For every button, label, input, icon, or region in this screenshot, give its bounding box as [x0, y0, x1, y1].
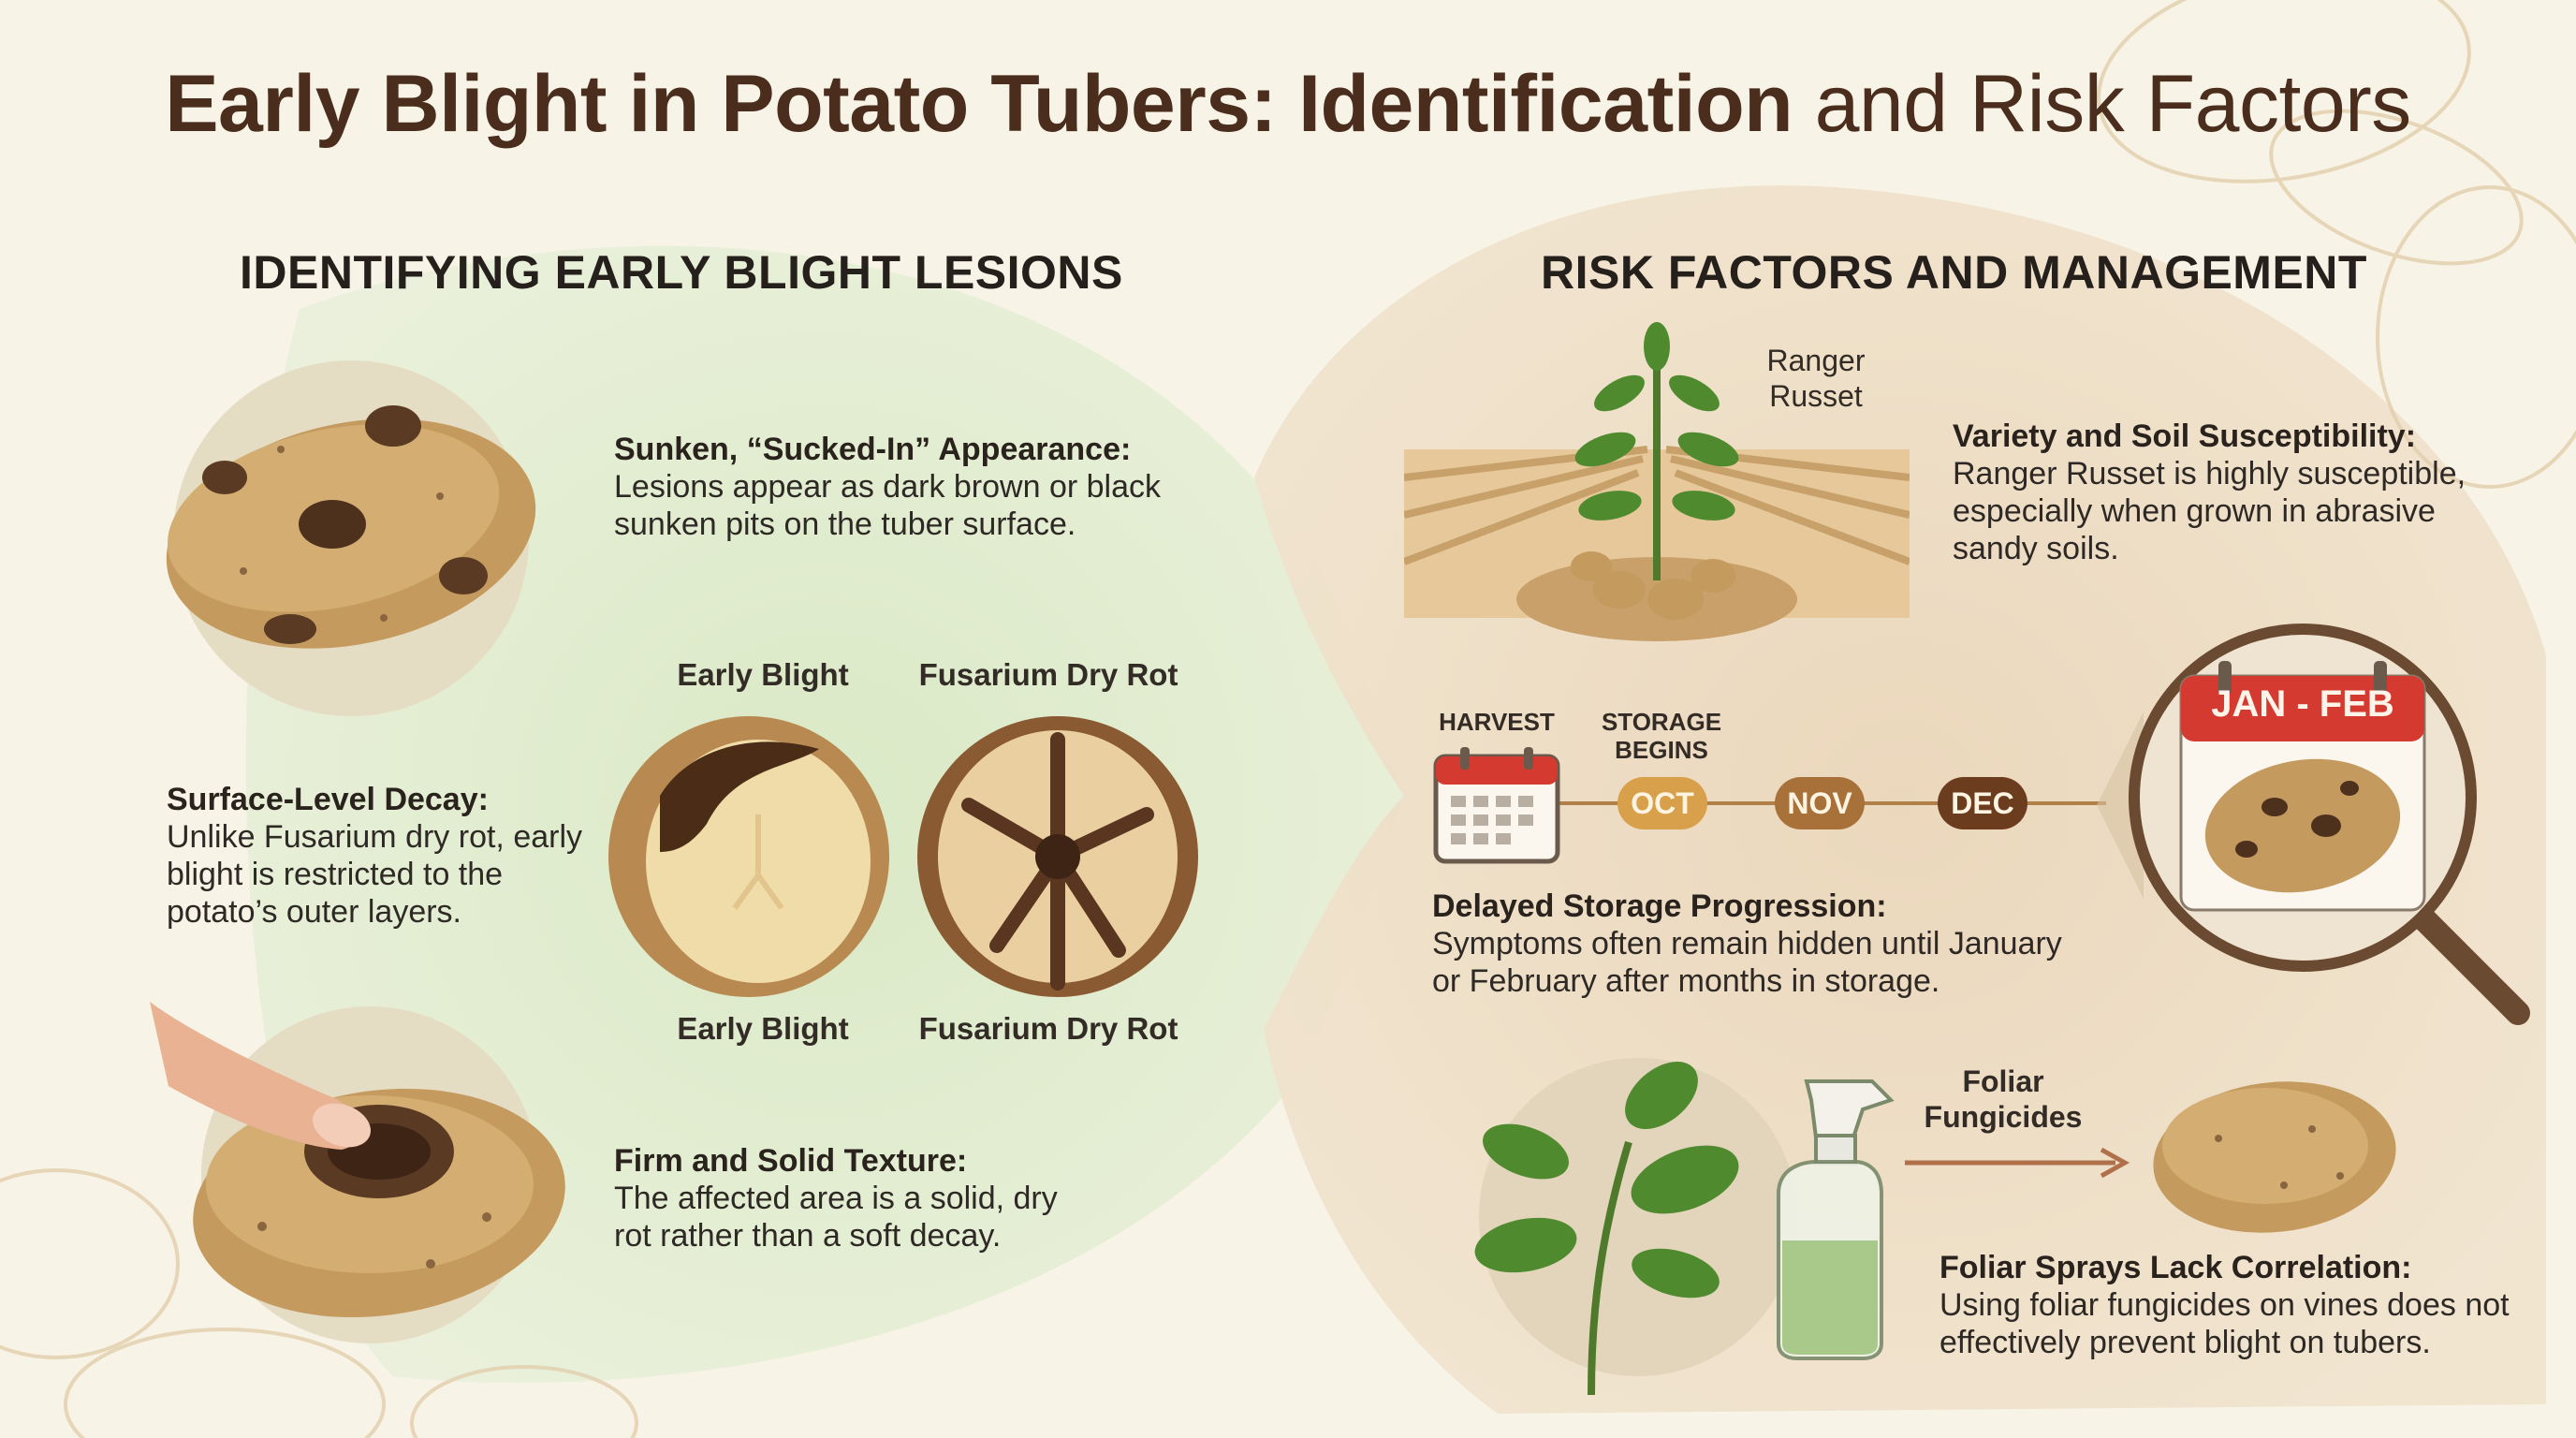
- surface-line-3: potato’s outer layers.: [167, 894, 461, 930]
- timeline-storage-label: STORAGE BEGINS: [1591, 708, 1732, 764]
- fungicide-label-line-1: Foliar: [1962, 1064, 2044, 1098]
- finger-pressing-potato-icon: [150, 1002, 565, 1343]
- plant-label-line-1: Ranger: [1766, 344, 1866, 377]
- sunken-caption: Sunken, “Sucked-In” Appearance: Lesions …: [614, 431, 1161, 543]
- left-section-heading: IDENTIFYING EARLY BLIGHT LESIONS: [240, 246, 1123, 299]
- variety-caption: Variety and Soil Susceptibility: Ranger …: [1953, 418, 2466, 567]
- fungicide-label-line-2: Fungicides: [1924, 1100, 2083, 1134]
- magnifier-calendar-label: JAN - FEB: [2211, 683, 2394, 725]
- timeline-storage-line-2: BEGINS: [1615, 736, 1708, 764]
- comparison-label-bottom-left: Early Blight: [677, 1011, 849, 1046]
- right-section-heading: RISK FACTORS AND MANAGEMENT: [1541, 246, 2367, 299]
- variety-line-3: sandy soils.: [1953, 531, 2119, 566]
- calendar-icon: [1433, 747, 1560, 864]
- variety-line-1: Ranger Russet is highly susceptible,: [1953, 456, 2466, 492]
- spray-bottle-icon: [1777, 1079, 1895, 1360]
- firm-line-2: rot rather than a soft decay.: [614, 1218, 1002, 1254]
- timeline-storage-line-1: STORAGE: [1601, 708, 1722, 736]
- fungicide-label: Foliar Fungicides: [1910, 1064, 2097, 1135]
- variety-line-2: especially when grown in abrasive: [1953, 493, 2436, 529]
- timeline-harvest-label: HARVEST: [1439, 708, 1555, 736]
- surface-line-1: Unlike Fusarium dry rot, early: [167, 819, 583, 855]
- cut-potato-fusarium-icon: [917, 716, 1198, 997]
- variety-heading: Variety and Soil Susceptibility:: [1953, 418, 2417, 454]
- healthy-potato-icon: [2153, 1081, 2396, 1233]
- foliar-caption: Foliar Sprays Lack Correlation: Using fo…: [1939, 1249, 2510, 1361]
- arrow-right-icon: [1905, 1147, 2130, 1179]
- timeline-month-oct: OCT: [1617, 777, 1707, 829]
- leafy-branch-icon: [1474, 1058, 1797, 1396]
- page-title: Early Blight in Potato Tubers: Identific…: [0, 58, 2576, 151]
- delayed-caption: Delayed Storage Progression: Symptoms of…: [1432, 888, 2062, 1000]
- firm-heading: Firm and Solid Texture:: [614, 1143, 968, 1179]
- delayed-line-1: Symptoms often remain hidden until Janua…: [1432, 926, 2062, 961]
- potato-with-lesions-icon: [166, 360, 536, 716]
- potato-plant-field-icon: [1404, 322, 1910, 641]
- comparison-label-bottom-right: Fusarium Dry Rot: [918, 1011, 1178, 1046]
- surface-heading: Surface-Level Decay:: [167, 782, 489, 817]
- title-bold: Early Blight in Potato Tubers: Identific…: [165, 59, 1793, 149]
- foliar-line-2: effectively prevent blight on tubers.: [1939, 1325, 2431, 1360]
- comparison-label-top-right: Fusarium Dry Rot: [918, 657, 1178, 692]
- sunken-line-2: sunken pits on the tuber surface.: [614, 506, 1076, 542]
- timeline-month-dec: DEC: [1938, 777, 2027, 829]
- cut-potato-early-blight-icon: [608, 716, 889, 997]
- delayed-heading: Delayed Storage Progression:: [1432, 888, 1887, 924]
- plant-label: Ranger Russet: [1741, 343, 1891, 414]
- surface-caption: Surface-Level Decay: Unlike Fusarium dry…: [167, 781, 582, 931]
- sunken-line-1: Lesions appear as dark brown or black: [614, 469, 1161, 505]
- delayed-line-2: or February after months in storage.: [1432, 963, 1940, 999]
- firm-line-1: The affected area is a solid, dry: [614, 1181, 1058, 1216]
- magnifier-calendar-icon: [2129, 624, 2530, 1025]
- sunken-heading: Sunken, “Sucked-In” Appearance:: [614, 432, 1132, 467]
- plant-label-line-2: Russet: [1769, 379, 1863, 413]
- foliar-line-1: Using foliar fungicides on vines does no…: [1939, 1287, 2510, 1323]
- foliar-heading: Foliar Sprays Lack Correlation:: [1939, 1250, 2412, 1285]
- comparison-label-top-left: Early Blight: [677, 657, 849, 692]
- magnifier-beam: [2097, 712, 2144, 899]
- timeline-month-nov: NOV: [1775, 777, 1865, 829]
- surface-line-2: blight is restricted to the: [167, 857, 504, 892]
- firm-caption: Firm and Solid Texture: The affected are…: [614, 1142, 1058, 1255]
- title-light: and Risk Factors: [1814, 59, 2412, 149]
